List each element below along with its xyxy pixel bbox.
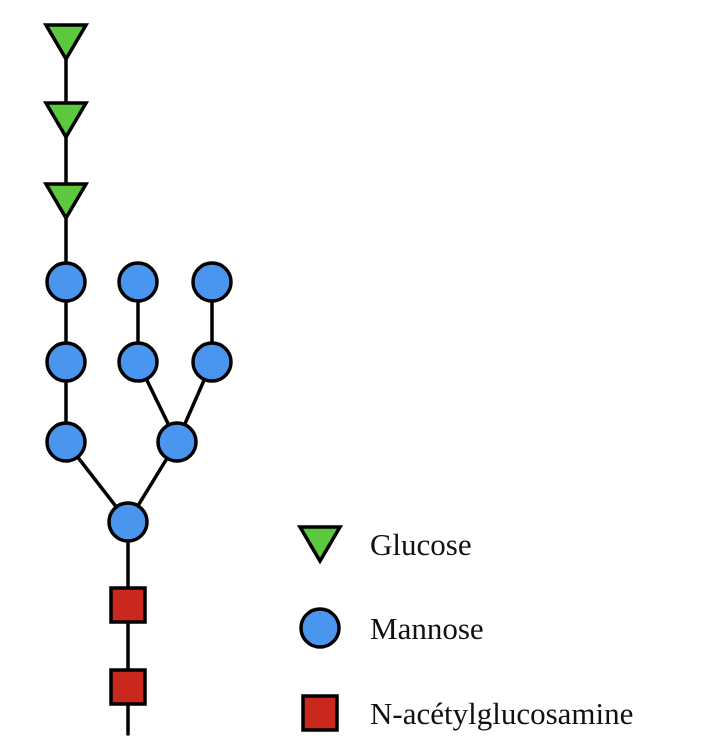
glucose-triangle bbox=[42, 101, 90, 141]
legend-item-mannose: Mannose bbox=[299, 607, 484, 649]
glucose-triangle bbox=[42, 23, 90, 63]
mannose-circle bbox=[45, 261, 87, 303]
legend-n-acetylglucosamine-square-icon bbox=[301, 694, 339, 732]
mannose-circle bbox=[45, 341, 87, 383]
mannose-circle bbox=[191, 341, 233, 383]
mannose-circle bbox=[191, 261, 233, 303]
glucose-triangle bbox=[42, 182, 90, 222]
mannose-nodes bbox=[45, 261, 233, 543]
glycan-bonds bbox=[64, 40, 214, 736]
legend-mannose-label: Mannose bbox=[370, 611, 484, 646]
mannose-circle bbox=[117, 341, 159, 383]
legend: Glucose Mannose N-acétylglucosamine bbox=[296, 525, 633, 732]
mannose-circle bbox=[45, 421, 87, 463]
n-acetylglucosamine-square bbox=[109, 668, 147, 706]
legend-glucose-label: Glucose bbox=[370, 527, 472, 562]
legend-mannose-circle-icon bbox=[299, 607, 341, 649]
legend-item-n-acetylglucosamine: N-acétylglucosamine bbox=[301, 694, 633, 732]
legend-glucose-triangle-icon bbox=[296, 525, 344, 565]
mannose-circle bbox=[107, 501, 149, 543]
mannose-circle bbox=[156, 421, 198, 463]
mannose-circle bbox=[117, 261, 159, 303]
n-acetylglucosamine-nodes bbox=[109, 586, 147, 706]
legend-n-acetylglucosamine-label: N-acétylglucosamine bbox=[370, 696, 633, 731]
n-acetylglucosamine-square bbox=[109, 586, 147, 624]
legend-item-glucose: Glucose bbox=[296, 525, 472, 565]
glucose-nodes bbox=[42, 23, 90, 222]
